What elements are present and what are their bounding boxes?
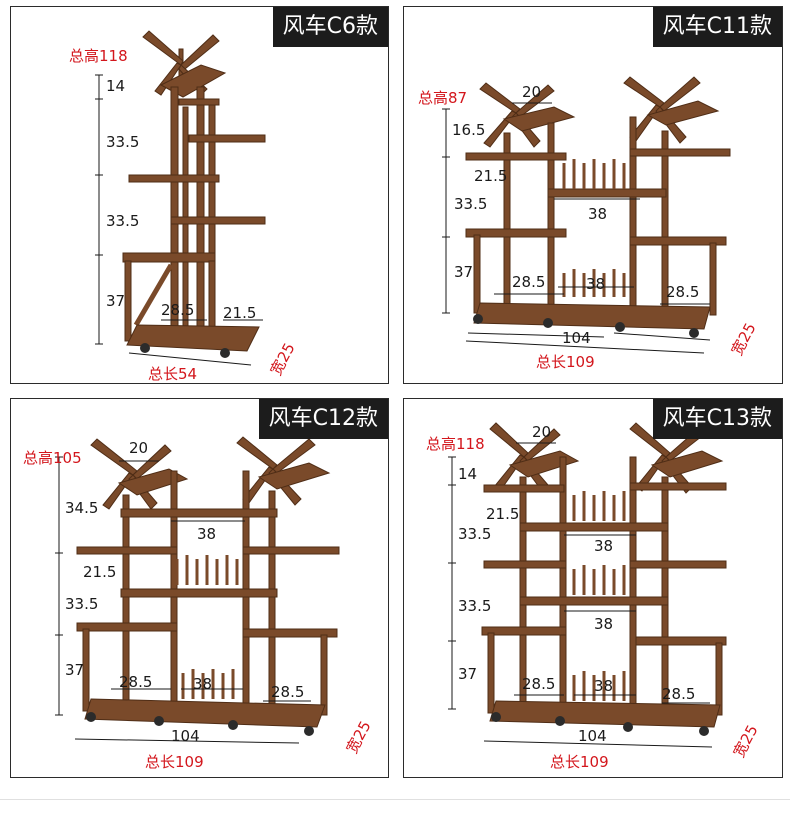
dimension-label: 34.5 [65, 499, 99, 517]
dimension-label: 28.5 [161, 301, 195, 319]
total-height-label: 总高118 [426, 435, 485, 453]
dimension-label: 21.5 [83, 563, 117, 581]
dimension-label: 38 [588, 205, 608, 223]
dimension-label: 38 [586, 275, 606, 293]
total-length-label: 总长109 [536, 353, 595, 371]
dimension-label: 104 [171, 727, 200, 745]
dimension-label: 20 [129, 439, 149, 457]
dimension-label: 28.5 [119, 673, 153, 691]
dimension-label: 14 [106, 77, 126, 95]
shelf-illustration-c12 [55, 436, 340, 744]
dimension-label: 33.5 [458, 597, 492, 615]
dimension-label: 28.5 [666, 283, 700, 301]
shelf-illustration-c11 [442, 76, 731, 354]
dimension-label: 37 [65, 661, 85, 679]
dimension-label: 33.5 [458, 525, 492, 543]
dimension-label: 21.5 [474, 167, 508, 185]
model-title: 风车C13款 [652, 399, 782, 439]
dimension-label: 38 [193, 675, 213, 693]
dimension-label: 104 [562, 329, 591, 347]
product-panel-c13: 风车C13款 总高118 20 14 21.5 33.5 38 33.5 38 … [403, 398, 783, 778]
total-length-label: 总长109 [550, 753, 609, 771]
page-divider [0, 799, 790, 800]
dimension-label: 28.5 [271, 683, 305, 701]
total-length-label: 总长54 [148, 365, 198, 383]
dimension-label: 28.5 [522, 675, 556, 693]
dimension-label: 20 [532, 423, 552, 441]
dimension-label: 28.5 [662, 685, 696, 703]
dimension-label: 33.5 [65, 595, 99, 613]
product-panel-c6: 风车C6款 总高118 14 33.5 33.5 37 28.5 21.5 总长… [10, 6, 389, 384]
model-title: 风车C6款 [272, 7, 388, 47]
dimension-label: 28.5 [512, 273, 546, 291]
shelf-illustration-c6 [95, 30, 266, 366]
dimension-label: 38 [594, 615, 614, 633]
product-panel-c11: 风车C11款 总高87 20 16.5 21.5 33.5 38 37 28.5… [403, 6, 783, 384]
dimension-label: 14 [458, 465, 478, 483]
dimension-label: 104 [578, 727, 607, 745]
dimension-label: 21.5 [223, 304, 257, 322]
total-height-label: 总高87 [418, 89, 468, 107]
dimension-label: 20 [522, 83, 542, 101]
dimension-label: 33.5 [454, 195, 488, 213]
model-title: 风车C12款 [258, 399, 388, 439]
dimension-label: 37 [458, 665, 478, 683]
dimension-label: 33.5 [106, 133, 140, 151]
dimension-label: 33.5 [106, 212, 140, 230]
shelf-illustration-c13 [448, 422, 727, 748]
dimension-label: 21.5 [486, 505, 520, 523]
model-title: 风车C11款 [652, 7, 782, 47]
product-panel-c12: 风车C12款 总高105 20 34.5 38 21.5 33.5 37 28.… [10, 398, 389, 778]
dimension-label: 38 [594, 677, 614, 695]
dimension-label: 37 [454, 263, 474, 281]
dimension-label: 38 [197, 525, 217, 543]
dimension-label: 37 [106, 292, 126, 310]
dimension-label: 16.5 [452, 121, 486, 139]
total-height-label: 总高118 [69, 47, 128, 65]
total-height-label: 总高105 [23, 449, 82, 467]
total-length-label: 总长109 [145, 753, 204, 771]
dimension-label: 38 [594, 537, 614, 555]
